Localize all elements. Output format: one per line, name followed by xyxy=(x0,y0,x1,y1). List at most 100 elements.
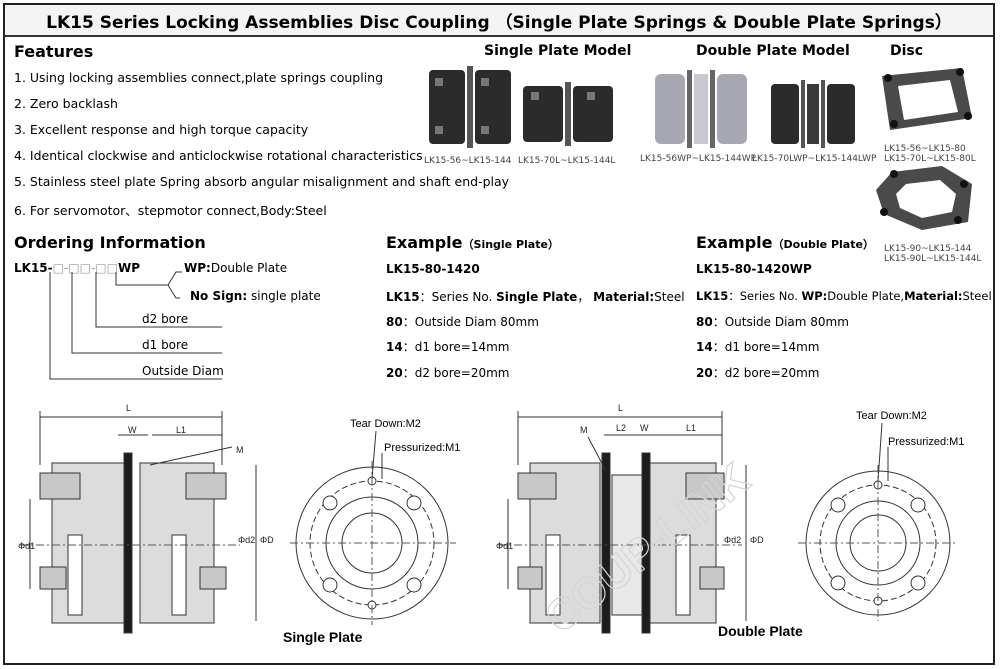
single-plate-front-drawing xyxy=(290,430,456,625)
ex-d-text: ：Series No. xyxy=(728,289,798,303)
ex-s-sep: ， xyxy=(577,290,590,304)
single-caption-2: LK15-70L~LK15-144L xyxy=(518,156,616,166)
dim-W-single: W xyxy=(128,425,137,435)
example-single-subtitle: （Single Plate） xyxy=(462,238,559,251)
pressurized-single: Pressurized:M1 xyxy=(384,442,460,454)
title-text: LK15 Series Locking Assemblies Disc Coup… xyxy=(46,12,952,33)
nosign-value: single plate xyxy=(250,289,321,303)
example-double-line3: 14：d1 bore=14mm xyxy=(696,338,820,355)
example-double-line4: 20：d2 bore=20mm xyxy=(696,364,820,381)
single-plate-long-coupling-image xyxy=(523,82,613,146)
disc-caption-1a: LK15-56~LK15-80 xyxy=(884,144,966,154)
example-single-title: Example xyxy=(386,233,463,252)
dim-D-single: ΦD xyxy=(260,535,274,545)
double-plate-front-drawing xyxy=(798,422,958,621)
order-code-suffix: WP xyxy=(117,261,141,275)
wp-legend: WP:Double Plate xyxy=(184,261,287,275)
ex-s-mat: Material: xyxy=(593,290,655,304)
example-single-line2: 80：Outside Diam 80mm xyxy=(386,313,539,330)
example-single-line3: 14：d1 bore=14mm xyxy=(386,338,510,355)
dim-d1-single: Φd1 xyxy=(18,541,35,551)
disc-images xyxy=(876,68,972,230)
ex-s-text: ：Series No. xyxy=(419,290,493,304)
example-double-title: Example xyxy=(696,233,773,252)
outside-diam-label: Outside Diam xyxy=(142,364,224,378)
dim-L1-double: L1 xyxy=(686,423,696,433)
pressurized-double: Pressurized:M1 xyxy=(888,436,964,448)
example-single-line4: 20：d2 bore=20mm xyxy=(386,364,510,381)
ex-s-k: 14 xyxy=(386,340,403,354)
disc-caption-2a: LK15-90~LK15-144 xyxy=(884,244,972,254)
disc-caption-2b: LK15-90L~LK15-144L xyxy=(884,254,982,264)
example-double-subtitle: （Double Plate） xyxy=(772,238,874,251)
disc-caption-1: LK15-56~LK15-80 LK15-70L~LK15-80L xyxy=(884,144,976,164)
d2-bore-label: d2 bore xyxy=(142,312,189,326)
feature-item: 6. For servomotor、stepmotor connect,Body… xyxy=(14,203,327,218)
disc-caption-2: LK15-90~LK15-144 LK15-90L~LK15-144L xyxy=(884,244,981,264)
features-heading: Features xyxy=(14,42,94,61)
wp-key: WP: xyxy=(184,261,211,275)
dim-D-double: ΦD xyxy=(750,535,764,545)
ex-d-k: 80 xyxy=(696,315,713,329)
ex-d-k: 14 xyxy=(696,340,713,354)
feature-item: 2. Zero backlash xyxy=(14,96,118,111)
order-code-boxes: □-□□-□□ xyxy=(52,261,118,275)
ex-s-k: 20 xyxy=(386,366,403,380)
nosign-key: No Sign: xyxy=(190,289,248,303)
ex-s-k: 80 xyxy=(386,315,403,329)
ex-d-matv: Steel xyxy=(962,289,992,303)
dim-L-single: L xyxy=(126,403,131,413)
single-caption-1: LK15-56~LK15-144 xyxy=(424,156,512,166)
tear-down-single: Tear Down:M2 xyxy=(350,418,421,430)
d1-bore-label: d1 bore xyxy=(142,338,189,352)
ex-s-bold: Single Plate xyxy=(496,290,578,304)
dim-d2-single: Φd2 xyxy=(238,535,255,545)
feature-item: 4. Identical clockwise and anticlockwise… xyxy=(14,148,423,163)
example-single-heading: Example（Single Plate） xyxy=(386,233,559,252)
double-plate-caption: Double Plate xyxy=(718,623,803,639)
ex-d-key: LK15 xyxy=(696,289,729,303)
example-double-heading: Example（Double Plate） xyxy=(696,233,874,252)
double-plate-coupling-image xyxy=(655,70,747,148)
single-plate-side-drawing xyxy=(20,411,257,634)
ex-d-v: ：d2 bore=20mm xyxy=(712,366,820,380)
page-title: LK15 Series Locking Assemblies Disc Coup… xyxy=(5,5,993,37)
double-caption-2: LK15-70LWP~LK15-144LWP xyxy=(752,154,877,164)
disc-square-image xyxy=(882,68,972,130)
ex-s-key: LK15 xyxy=(386,290,420,304)
disc-octagon-image xyxy=(876,166,972,230)
wp-value: Double Plate xyxy=(210,261,288,275)
dim-M-single: M xyxy=(236,445,244,455)
dim-d2-double: Φd2 xyxy=(724,535,741,545)
example-double-code: LK15-80-1420WP xyxy=(696,262,812,276)
ex-s-matv: Steel xyxy=(654,290,685,304)
double-caption-1: LK15-56WP~LK15-144WP xyxy=(640,154,757,164)
ex-d-boldv: Double Plate, xyxy=(827,289,905,303)
order-code: LK15-□-□□-□□WP xyxy=(14,261,140,275)
ex-d-v: ：Outside Diam 80mm xyxy=(712,315,849,329)
double-plate-side-drawing xyxy=(498,411,747,634)
page-frame xyxy=(3,3,995,665)
ex-d-v: ：d1 bore=14mm xyxy=(712,340,820,354)
nosign-legend: No Sign: single plate xyxy=(190,289,321,303)
tear-down-double: Tear Down:M2 xyxy=(856,410,927,422)
ex-s-v: ：d2 bore=20mm xyxy=(402,366,510,380)
double-plate-long-coupling-image xyxy=(771,80,855,148)
feature-item: 5. Stainless steel plate Spring absorb a… xyxy=(14,174,510,189)
single-plate-coupling-image xyxy=(429,66,511,148)
example-single-code: LK15-80-1420 xyxy=(386,262,480,276)
ex-s-v: ：Outside Diam 80mm xyxy=(402,315,539,329)
technical-drawings: L W L1 M Φd1 Φd2 ΦD Tear Down:M2 Pressur… xyxy=(18,403,964,645)
single-model-heading: Single Plate Model xyxy=(484,43,632,59)
product-photos xyxy=(429,66,855,148)
example-single-line1: LK15：Series No. Single Plate， Material:S… xyxy=(386,288,685,305)
double-model-heading: Double Plate Model xyxy=(696,43,850,59)
ex-d-mat: Material: xyxy=(904,289,963,303)
feature-item: 3. Excellent response and high torque ca… xyxy=(14,122,309,137)
order-code-prefix: LK15- xyxy=(14,261,53,275)
example-double-line2: 80：Outside Diam 80mm xyxy=(696,313,849,330)
feature-item: 1. Using locking assemblies connect,plat… xyxy=(14,70,384,85)
dim-L1-single: L1 xyxy=(176,425,186,435)
dim-L2-double: L2 xyxy=(616,423,626,433)
ex-d-bold: WP: xyxy=(801,289,828,303)
